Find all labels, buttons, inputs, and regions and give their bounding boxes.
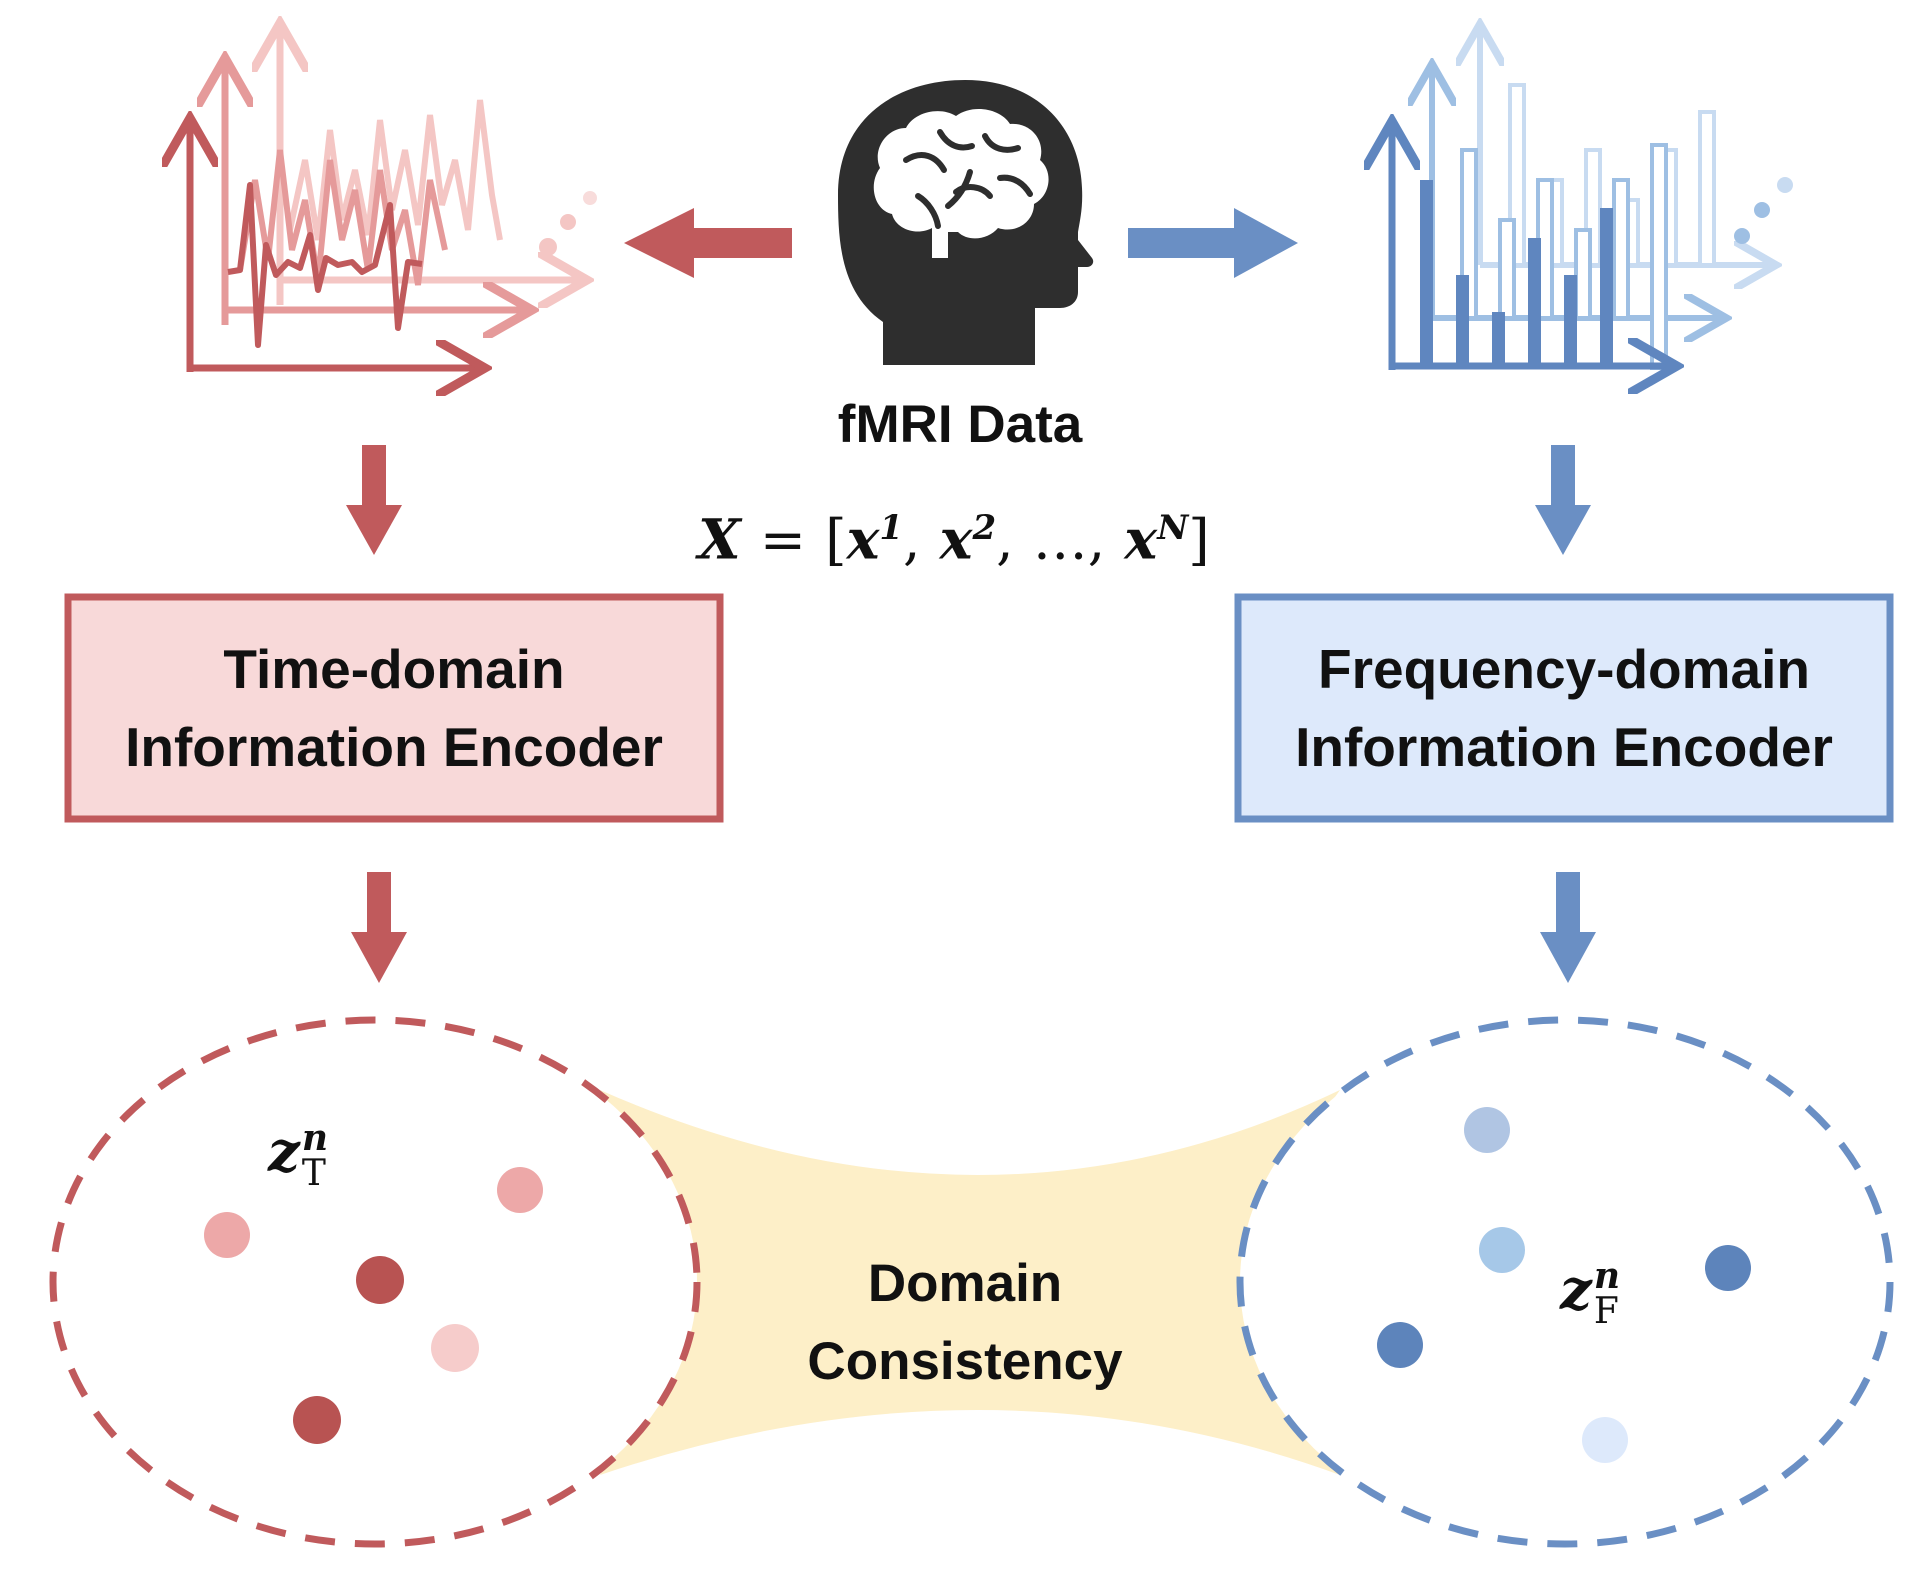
time-point <box>497 1167 543 1213</box>
time-encoder-box-shape <box>64 593 724 823</box>
fmri-data-label: fMRI Data <box>837 395 1083 454</box>
freq-point <box>1705 1245 1751 1291</box>
time-point <box>204 1212 250 1258</box>
freq-encoder-line1: Frequency-domain <box>1317 638 1811 700</box>
arrow-down-time-2 <box>351 872 407 983</box>
arrow-down-freq-2 <box>1540 872 1596 983</box>
freq-point <box>1582 1417 1628 1463</box>
time-point <box>356 1256 404 1304</box>
freq-latent-ellipse <box>1236 1016 1894 1548</box>
time-latent-points <box>204 1167 543 1444</box>
time-domain-encoder: Time-domain Information Encoder <box>72 601 716 815</box>
arrow-to-time-signal <box>624 208 792 278</box>
time-encoder-line2: Information Encoder <box>125 716 663 778</box>
freq-encoder-line2: Information Encoder <box>1295 716 1833 778</box>
freq-point <box>1464 1107 1510 1153</box>
domain-consistency-label: Domain Consistency <box>807 1254 1123 1391</box>
fmri-formula: X = [x1, x2, …, xN] <box>698 506 1210 572</box>
time-point <box>431 1324 479 1372</box>
frequency-spectrum-icon <box>1392 30 1793 370</box>
freq-point <box>1479 1227 1525 1273</box>
domain-consistency-band <box>600 1090 1340 1475</box>
freq-latent-points <box>1377 1107 1751 1463</box>
time-point <box>293 1396 341 1444</box>
time-series-icon <box>190 30 597 372</box>
head-with-brain-icon <box>838 80 1094 365</box>
arrow-down-freq-1 <box>1535 445 1591 555</box>
time-encoder-line1: Time-domain <box>223 638 565 700</box>
arrow-to-freq-spectrum <box>1128 208 1298 278</box>
frequency-domain-encoder: Frequency-domain Information Encoder <box>1242 601 1886 815</box>
freq-encoder-box-shape <box>1234 593 1894 823</box>
arrow-down-time-1 <box>346 445 402 555</box>
freq-point <box>1377 1322 1423 1368</box>
